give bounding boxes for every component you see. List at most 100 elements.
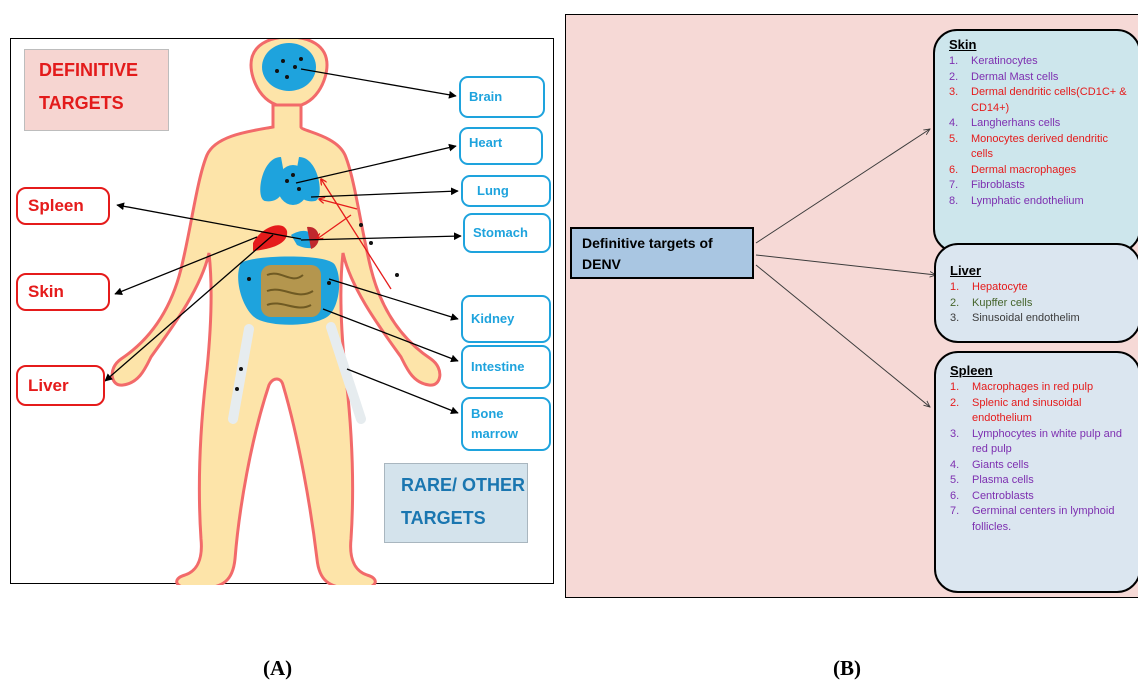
- arrow-to-spleen: [755, 264, 930, 407]
- organ-bone-marrow: Bone marrow: [461, 397, 551, 451]
- organ-liver: Liver: [16, 365, 105, 406]
- cell-item-text: Lymphatic endothelium: [971, 194, 1084, 207]
- cell-item-number: 5.: [950, 474, 960, 486]
- spleen-cells-box: Spleen 1. Macrophages in red pulp 2. Spleni…: [934, 351, 1138, 593]
- organ-stomach: Stomach: [463, 213, 551, 253]
- cell-item-number: 5.: [949, 132, 959, 145]
- bone-marrow-organ: [228, 322, 366, 424]
- denv-box-line-1: Definitive targets of: [582, 235, 713, 251]
- cell-item-text: Giants cells: [972, 458, 1029, 471]
- cell-list-item: 7. Germinal centers in lymphoid follicles…: [950, 504, 1133, 535]
- cell-item-number: 7.: [950, 505, 960, 517]
- rare-label-line-1: RARE/ OTHER: [401, 475, 526, 495]
- cell-list-item: 6. Centroblasts: [950, 489, 1133, 505]
- organ-stomach-label: Stomach: [473, 225, 528, 240]
- cell-item-number: 6.: [949, 163, 959, 176]
- denv-center-box: Definitive targets of DENV: [570, 227, 754, 279]
- cell-item-number: 3.: [950, 312, 960, 324]
- cell-list-item: 6. Dermal macrophages: [949, 163, 1133, 179]
- cell-item-number: 3.: [949, 86, 959, 98]
- organ-skin: Skin: [16, 273, 110, 311]
- cell-list-item: 2. Kupffer cells: [950, 296, 1133, 312]
- cell-list-item: 4. Giants cells: [950, 458, 1133, 474]
- organ-connectors: [104, 68, 462, 415]
- cell-list-item: 1. Macrophages in red pulp: [950, 380, 1133, 396]
- cell-item-text: Splenic and sinusoidal endothelium: [972, 396, 1082, 425]
- cell-item-number: 1.: [950, 381, 960, 393]
- organ-spleen: Spleen: [16, 187, 110, 225]
- organ-skin-label: Skin: [28, 282, 64, 301]
- cell-item-text: Fibroblasts: [971, 179, 1025, 191]
- cell-item-number: 4.: [950, 458, 960, 471]
- cell-list-item: 3. Sinusoidal endothelim: [950, 311, 1133, 327]
- organ-lung-label: Lung: [477, 183, 509, 198]
- organ-brain-label: Brain: [469, 89, 503, 104]
- panel-a-body-diagram: DEFINITIVE TARGETS Spleen Skin Liver Bra…: [10, 38, 554, 585]
- spleen-title: Spleen: [950, 363, 993, 378]
- cell-item-text: Dermal dendritic cells(CD1C+ & CD14+): [971, 86, 1127, 114]
- cell-item-text: Sinusoidal endothelim: [972, 312, 1080, 324]
- definitive-label-line-1: DEFINITIVE: [39, 60, 139, 80]
- cell-item-text: Hepatocyte: [972, 281, 1028, 293]
- cell-list-item: 5. Monocytes derived dendritic cells: [949, 132, 1133, 163]
- cell-item-text: Lymphocytes in white pulp and red pulp: [972, 427, 1123, 456]
- denv-box-line-2: DENV: [582, 256, 621, 272]
- cell-list-item: 7. Fibroblasts: [949, 178, 1133, 194]
- cell-item-text: Dermal macrophages: [971, 163, 1077, 176]
- intestine-organ: [238, 256, 340, 325]
- skin-title: Skin: [949, 37, 977, 52]
- cell-list-item: 2.Dermal Mast cells: [949, 70, 1133, 86]
- organ-intestine: Intestine: [461, 345, 551, 389]
- organ-brain: Brain: [459, 76, 545, 118]
- lungs-organ: [260, 157, 320, 205]
- body-illustration: [104, 39, 462, 585]
- cell-list-item: 3.Lymphocytes in white pulp and red pulp: [950, 427, 1133, 458]
- rare-label-line-2: TARGETS: [401, 508, 486, 528]
- cell-list-item: 1.Hepatocyte: [950, 280, 1133, 296]
- definitive-label-line-2: TARGETS: [39, 93, 124, 113]
- caption-b: (B): [833, 656, 861, 680]
- cell-item-text: Macrophages in red pulp: [972, 381, 1094, 393]
- arrow-to-skin: [755, 129, 930, 244]
- dissemination-arrows: [317, 179, 399, 290]
- organ-kidney: Kidney: [461, 295, 551, 343]
- cell-item-number: 6.: [950, 489, 960, 502]
- panel-b-arrows: [755, 15, 1138, 599]
- spleen-cell-list: 1. Macrophages in red pulp 2. Splenic and s…: [950, 380, 1133, 535]
- cell-item-number: 2.: [949, 70, 959, 83]
- definitive-targets-label: DEFINITIVE TARGETS: [24, 49, 169, 131]
- cell-item-number: 2.: [950, 296, 960, 309]
- organ-bone-marrow-label-1: Bone: [471, 406, 504, 421]
- rare-other-targets-label: RARE/ OTHER TARGETS: [384, 463, 528, 543]
- cell-list-item: 5. Plasma cells: [950, 473, 1133, 489]
- cell-item-text: Kupffer cells: [972, 296, 1033, 309]
- organ-intestine-label: Intestine: [471, 359, 525, 374]
- organ-heart-label: Heart: [469, 135, 503, 150]
- cell-item-number: 7.: [949, 179, 959, 191]
- cell-list-item: 3. Dermal dendritic cells(CD1C+ & CD14+): [949, 85, 1133, 116]
- organ-spleen-label: Spleen: [28, 196, 84, 215]
- liver-title: Liver: [950, 263, 982, 278]
- organ-kidney-label: Kidney: [471, 311, 515, 326]
- organ-heart: Heart: [459, 127, 543, 165]
- cell-list-item: 2. Splenic and sinusoidal endothelium: [950, 396, 1133, 427]
- cell-item-text: Centroblasts: [972, 489, 1034, 502]
- cell-list-item: 1. Keratinocytes: [949, 54, 1133, 70]
- organ-liver-label: Liver: [28, 375, 69, 395]
- organ-lung: Lung: [461, 175, 551, 207]
- cell-item-number: 4.: [949, 117, 959, 129]
- cell-item-number: 1.: [949, 55, 959, 67]
- cell-item-text: Germinal centers in lymphoid follicles.: [972, 505, 1115, 533]
- cell-item-text: Monocytes derived dendritic cells: [971, 132, 1108, 161]
- cell-item-text: Plasma cells: [972, 474, 1034, 486]
- cell-list-item: 8. Lymphatic endothelium: [949, 194, 1133, 210]
- cell-item-text: Keratinocytes: [971, 55, 1038, 67]
- cell-item-number: 2.: [950, 396, 960, 409]
- cell-item-number: 8.: [949, 194, 959, 207]
- brain-organ: [262, 43, 316, 91]
- panel-b-cell-targets: Definitive targets of DENV Skin 1. Kerati…: [565, 14, 1138, 598]
